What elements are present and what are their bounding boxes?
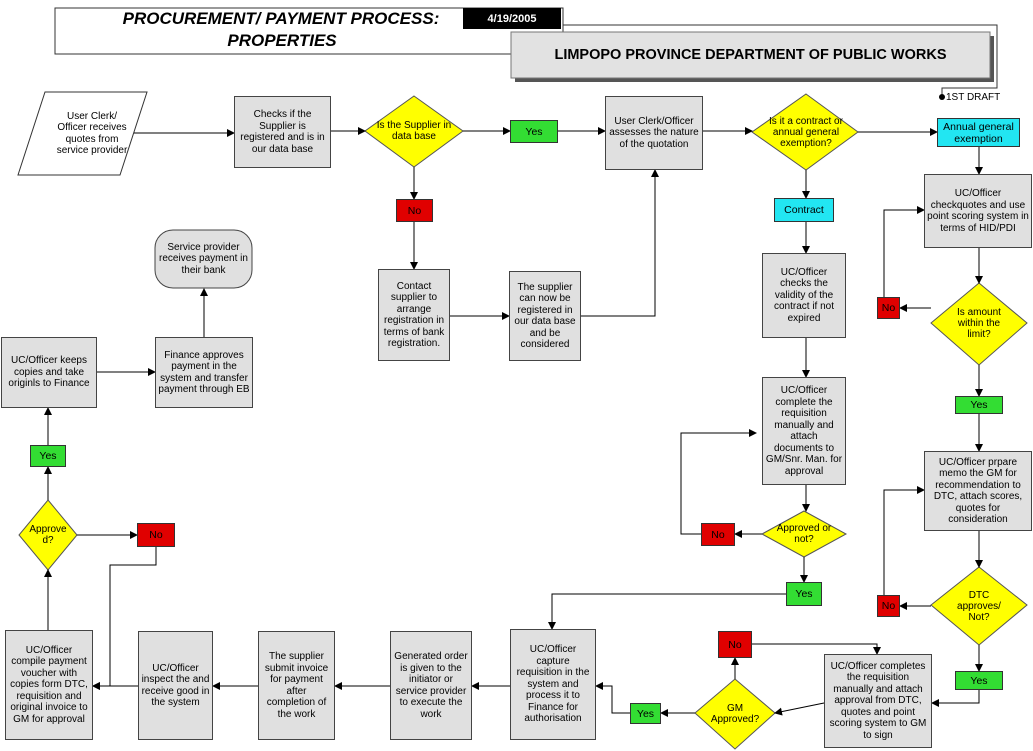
check-quotes-scoring-node: UC/Officer checkquotes and use point sco…	[924, 174, 1032, 248]
gm-approved-diamond	[694, 678, 776, 750]
annual-general-exemption-tag: Annual general exemption	[937, 118, 1020, 147]
no-dtc-tag: No	[877, 595, 900, 617]
arrow-yes-to-capture-bottom	[595, 682, 630, 714]
assess-quotation-node: User Clerk/Officer assesses the nature o…	[605, 96, 703, 170]
contract-tag: Contract	[774, 198, 834, 222]
service-provider-receives-node: Service provider receives payment in the…	[159, 241, 248, 276]
arrow-no-to-compile	[92, 547, 157, 690]
draft-bullet	[939, 94, 945, 100]
yes-approved-d-tag: Yes	[30, 445, 66, 467]
contract-or-exemption-node: Is it a contract or annual general exemp…	[769, 115, 843, 149]
yes-approved-tag: Yes	[786, 582, 822, 606]
page-title-line1: PROCUREMENT/ PAYMENT PROCESS:	[122, 9, 440, 28]
yes-dtc-tag: Yes	[955, 671, 1003, 690]
no-approved-tag: No	[701, 523, 735, 546]
finance-approves-node: Finance approves payment in the system a…	[155, 337, 253, 408]
user-clerk-quotes-node: User Clerk/ Officer receives quotes from…	[56, 110, 128, 157]
arrow-no-to-completes	[752, 643, 881, 655]
yes-supplier-tag: Yes	[510, 120, 558, 143]
yes-gm-tag: Yes	[630, 703, 661, 724]
supplier-registered-node: The supplier can now be registered in ou…	[509, 271, 581, 361]
capture-requisition-node: UC/Officer capture requisition in the sy…	[510, 629, 596, 740]
banner-frame-line	[562, 8, 998, 97]
keep-copies-node: UC/Officer keeps copies and take originl…	[1, 337, 97, 408]
yes-amount-tag: Yes	[955, 396, 1003, 414]
no-gm-tag: No	[718, 631, 752, 658]
organization-banner: LIMPOPO PROVINCE DEPARTMENT OF PUBLIC WO…	[554, 47, 947, 63]
arrow-completes-to-gm	[774, 702, 825, 716]
complete-requisition-node: UC/Officer complete the requisition manu…	[762, 377, 846, 485]
banner-box	[510, 31, 991, 79]
page-title-line2: PROPERTIES	[227, 31, 337, 50]
amount-within-limit-node: Is amount within the limit?	[957, 306, 1001, 340]
supplier-submit-invoice-node: The supplier submit invoice for payment …	[258, 631, 335, 740]
dtc-approves-node: DTC approves/ Not?	[957, 589, 1001, 623]
arrow-yes-to-capture	[548, 593, 786, 630]
prepare-memo-node: UC/Officer prpare memo the GM for recomm…	[924, 451, 1032, 531]
arrow-no-loop-to-requisition	[680, 429, 757, 535]
user-clerk-quotes-shape	[17, 91, 148, 176]
arrow-registered-to-assess	[581, 169, 659, 317]
check-validity-node: UC/Officer checks the validity of the co…	[762, 253, 846, 338]
contact-supplier-node: Contact supplier to arrange registration…	[378, 269, 450, 361]
check-registered-node: Checks if the Supplier is registered and…	[234, 96, 331, 168]
no-amount-tag: No	[877, 297, 900, 319]
draft-label: 1ST DRAFT	[946, 91, 1001, 103]
no-supplier-tag: No	[396, 199, 433, 222]
generated-order-node: Generated order is given to the initiato…	[390, 631, 472, 740]
is-supplier-in-db-node: Is the Supplier in data base	[376, 120, 452, 142]
arrow-yes-to-completes	[931, 690, 980, 707]
no-approved-d-tag: No	[137, 523, 175, 547]
inspect-goods-node: UC/Officer inspect the and receive good …	[138, 631, 213, 740]
approved-or-not-node: Approved or not?	[776, 523, 832, 545]
arrow-no-loop-to-memo	[883, 486, 925, 595]
completes-requisition-dtc-node: UC/Officer completes the requisition man…	[824, 654, 932, 748]
approved-d-node: Approve d?	[29, 524, 67, 546]
arrow-no-loop-to-checkquotes	[883, 206, 925, 297]
date-badge: 4/19/2005	[463, 8, 561, 29]
compile-voucher-node: UC/Officer compile payment voucher with …	[5, 630, 93, 740]
gm-approved-node: GM Approved?	[710, 703, 760, 725]
